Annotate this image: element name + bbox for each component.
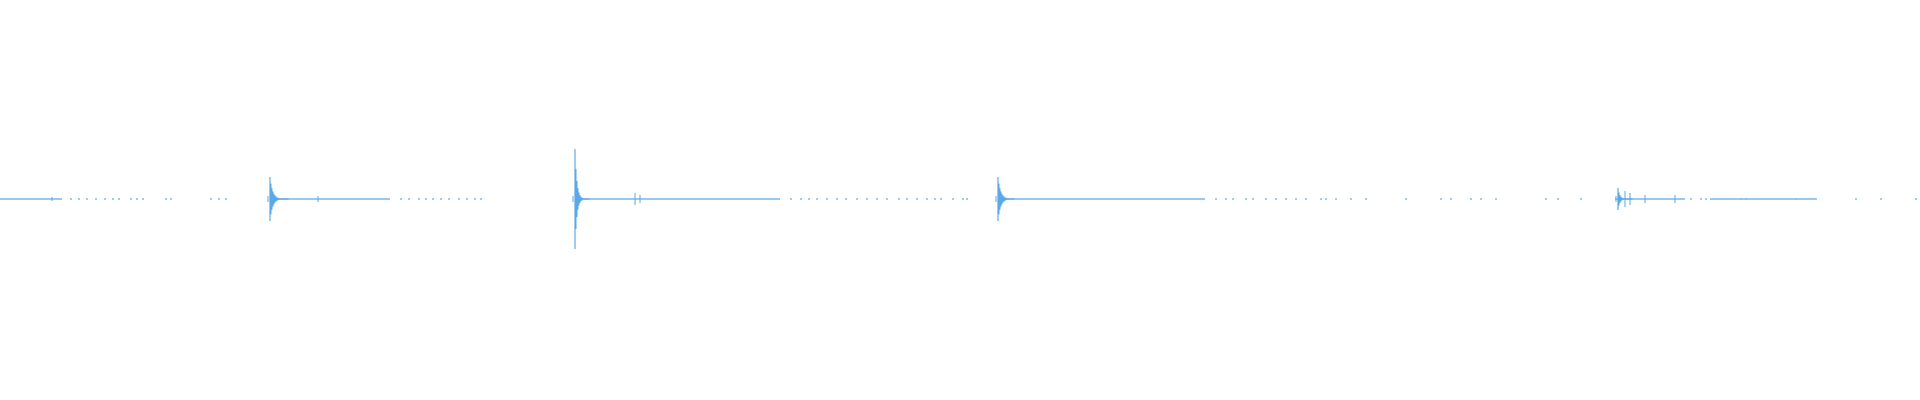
noise-dot <box>1795 198 1797 200</box>
noise-dot <box>95 198 97 200</box>
waveform-noise-dots <box>70 198 1917 200</box>
noise-dot <box>886 198 888 200</box>
noise-dot <box>1405 198 1407 200</box>
noise-dot <box>876 198 878 200</box>
noise-dot <box>425 198 427 200</box>
noise-dot <box>1305 198 1307 200</box>
noise-dot <box>1320 198 1322 200</box>
noise-dot <box>926 198 928 200</box>
noise-dot <box>1295 198 1297 200</box>
noise-dot <box>1740 198 1742 200</box>
noise-dot <box>118 198 120 200</box>
noise-dot <box>112 198 114 200</box>
noise-dot <box>480 198 482 200</box>
noise-dot <box>856 198 858 200</box>
noise-dot <box>70 198 72 200</box>
noise-dot <box>170 198 172 200</box>
noise-dot <box>962 198 964 200</box>
noise-dot <box>130 198 132 200</box>
noise-dot <box>1690 198 1692 200</box>
noise-dot <box>142 198 144 200</box>
noise-dot <box>966 198 968 200</box>
noise-dot <box>408 198 410 200</box>
noise-dot <box>952 198 954 200</box>
noise-dot <box>400 198 402 200</box>
noise-dot <box>816 198 818 200</box>
noise-dot <box>1335 198 1337 200</box>
noise-dot <box>1350 198 1352 200</box>
noise-dot <box>790 198 792 200</box>
noise-dot <box>866 198 868 200</box>
noise-dot <box>1225 198 1227 200</box>
noise-dot <box>225 198 227 200</box>
noise-dot <box>906 198 908 200</box>
noise-dot <box>940 198 942 200</box>
noise-dot <box>1440 198 1442 200</box>
noise-dot <box>1880 198 1882 200</box>
noise-dot <box>448 198 450 200</box>
noise-dot <box>836 198 838 200</box>
noise-dot <box>165 198 167 200</box>
waveform-transients <box>51 149 1676 249</box>
noise-dot <box>1495 198 1497 200</box>
noise-dot <box>1915 198 1917 200</box>
noise-dot <box>86 198 88 200</box>
noise-dot <box>1580 198 1582 200</box>
noise-dot <box>845 198 847 200</box>
noise-dot <box>1265 198 1267 200</box>
noise-dot <box>934 198 936 200</box>
noise-dot <box>1705 198 1707 200</box>
noise-dot <box>1470 198 1472 200</box>
noise-dot <box>1215 198 1217 200</box>
noise-dot <box>440 198 442 200</box>
noise-dot <box>916 198 918 200</box>
noise-dot <box>826 198 828 200</box>
noise-dot <box>418 198 420 200</box>
noise-dot <box>1450 198 1452 200</box>
noise-dot <box>808 198 810 200</box>
noise-dot <box>136 198 138 200</box>
noise-dot <box>1285 198 1287 200</box>
noise-dot <box>458 198 460 200</box>
noise-dot <box>1365 198 1367 200</box>
noise-dot <box>1325 198 1327 200</box>
noise-dot <box>800 198 802 200</box>
noise-dot <box>78 198 80 200</box>
noise-dot <box>898 198 900 200</box>
noise-dot <box>1275 198 1277 200</box>
noise-dot <box>1557 198 1559 200</box>
noise-dot <box>1232 198 1234 200</box>
noise-dot <box>1252 198 1254 200</box>
noise-dot <box>1245 198 1247 200</box>
noise-dot <box>1745 198 1747 200</box>
noise-dot <box>1815 198 1817 200</box>
noise-dot <box>1545 198 1547 200</box>
noise-dot <box>1480 198 1482 200</box>
noise-dot <box>1855 198 1857 200</box>
noise-dot <box>104 198 106 200</box>
noise-dot <box>474 198 476 200</box>
noise-dot <box>466 198 468 200</box>
noise-dot <box>218 198 220 200</box>
noise-dot <box>210 198 212 200</box>
noise-dot <box>1700 198 1702 200</box>
noise-dot <box>432 198 434 200</box>
